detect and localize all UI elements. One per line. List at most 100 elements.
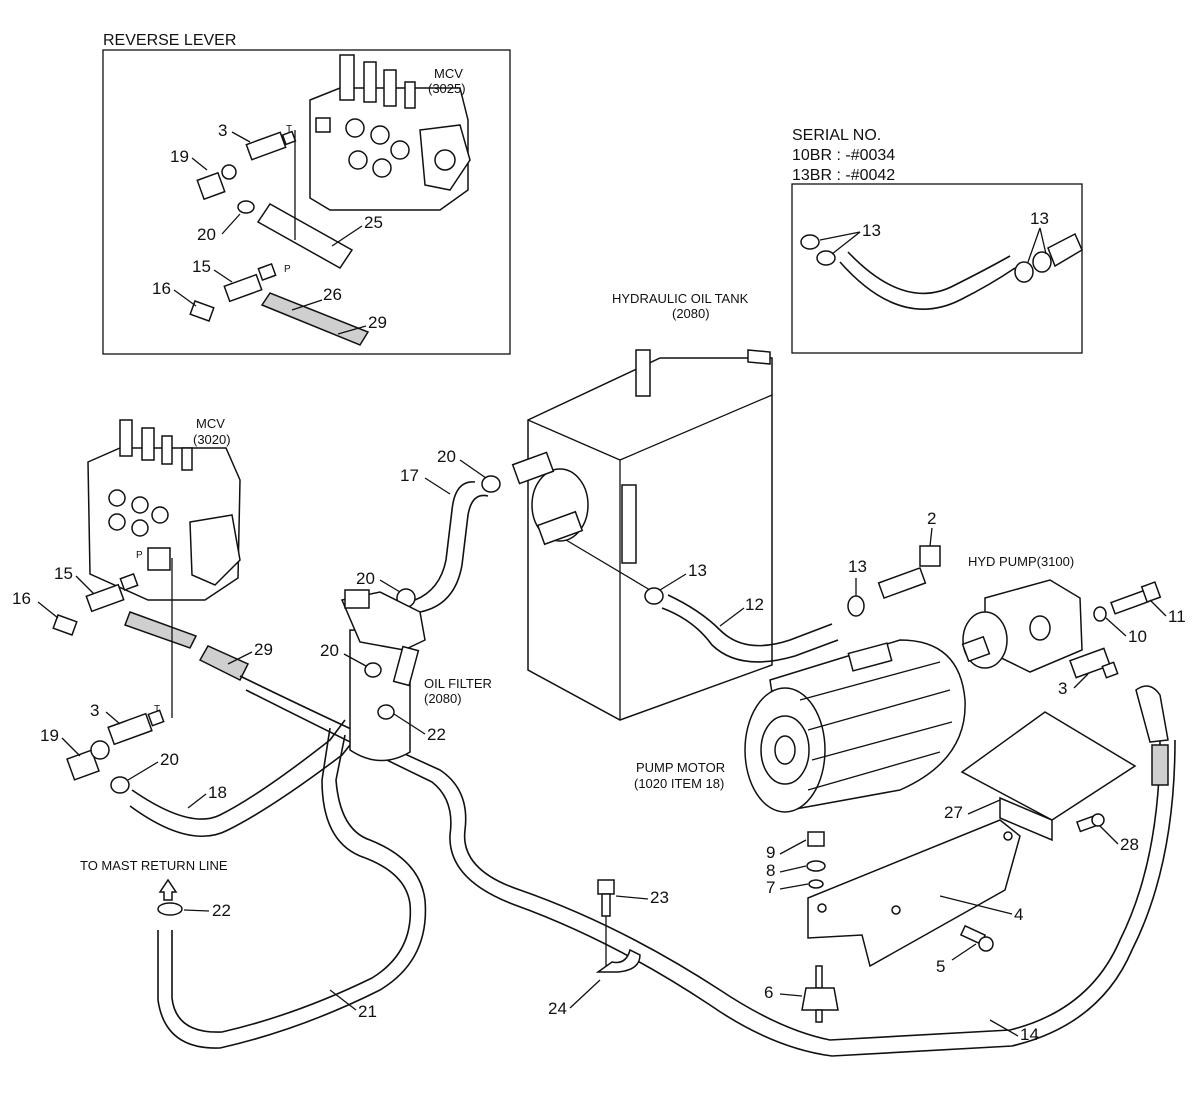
callout-19-main: 19 <box>40 726 59 745</box>
fitting-part-15-main <box>85 573 139 613</box>
mount-part-6 <box>801 965 839 1023</box>
callout-29: 29 <box>254 640 273 659</box>
elbow-part-2 <box>877 545 941 600</box>
fitting-part-15-inset <box>223 263 277 303</box>
fitting-serial <box>1047 232 1083 268</box>
bolt-part-11 <box>1110 581 1162 615</box>
callout-18: 18 <box>208 783 227 802</box>
pump-motor <box>744 635 991 813</box>
oil-filter-number: (2080) <box>424 691 462 706</box>
lockwasher-part-7 <box>808 879 824 889</box>
callout-8: 8 <box>766 861 775 880</box>
callout-21: 21 <box>358 1002 377 1021</box>
callout-20-tank: 20 <box>437 447 456 466</box>
mcv-3020-number: (3020) <box>193 432 231 447</box>
tank-title: HYDRAULIC OIL TANK <box>612 291 749 306</box>
callout-22-filter: 22 <box>427 725 446 744</box>
washer-part-8 <box>806 860 826 872</box>
callout-3-main: 3 <box>90 701 99 720</box>
check-valve-part-3-inset <box>245 130 297 161</box>
mast-return-arrow-icon <box>158 878 178 901</box>
callout-26-inset: 26 <box>323 285 342 304</box>
hose-part-29-fitting <box>124 611 198 649</box>
bolt-part-23 <box>597 879 615 917</box>
hose-14-pump-fitting <box>1135 685 1169 743</box>
serial-title: SERIAL NO. <box>792 127 881 144</box>
oil-filter <box>340 589 426 762</box>
check-valve-part-3-main <box>107 709 165 746</box>
serial-10br: 10BR : -#0034 <box>792 147 895 164</box>
pump-motor-ref: (1020 ITEM 18) <box>634 776 724 791</box>
hose-14-crimp <box>1151 744 1169 786</box>
cover-part-27 <box>960 711 1137 821</box>
bracket-part-4 <box>807 819 1021 968</box>
mast-return-label: TO MAST RETURN LINE <box>80 858 228 873</box>
mcv-3025-valve <box>309 54 471 211</box>
mcv-3025-number: (3025) <box>428 81 466 96</box>
clamp-part-20-tank <box>481 475 501 493</box>
callout-9: 9 <box>766 843 775 862</box>
callout-28: 28 <box>1120 835 1139 854</box>
hose-part-21 <box>157 727 427 1049</box>
hose-serial-outer <box>839 261 1016 310</box>
callout-27: 27 <box>944 803 963 822</box>
hose-part-25-inset <box>256 203 354 269</box>
mcv-3020-valve <box>87 419 241 601</box>
tank-filler <box>635 349 651 397</box>
check-valve-part-3-pump <box>1069 647 1119 679</box>
callout-10: 10 <box>1128 627 1147 646</box>
hose-part-29-sleeve <box>198 645 250 682</box>
hose-part-14 <box>239 675 1176 1057</box>
callout-4: 4 <box>1014 905 1023 924</box>
callout-13-serial-b: 13 <box>1030 209 1049 228</box>
nut-part-9 <box>807 831 825 847</box>
clamp-part-22-filter <box>377 704 395 720</box>
clamp-part-13-tank <box>644 587 664 605</box>
callout-20-main: 20 <box>160 750 179 769</box>
callout-14: 14 <box>1020 1025 1039 1044</box>
callout-13-tank: 13 <box>688 561 707 580</box>
clamp-part-13-pump <box>847 595 865 617</box>
callout-24: 24 <box>548 999 567 1018</box>
callout-19-inset: 19 <box>170 147 189 166</box>
bolt-part-5 <box>959 924 994 952</box>
callout-13-pump: 13 <box>848 557 867 576</box>
port-t-main: T <box>154 704 160 715</box>
callout-3-pump: 3 <box>1058 679 1067 698</box>
port-p-main: P <box>136 550 143 561</box>
reverse-lever-box <box>102 49 511 355</box>
hose-part-18 <box>129 719 359 837</box>
oil-filter-label: OIL FILTER <box>424 676 492 691</box>
callout-23: 23 <box>650 888 669 907</box>
callout-16-main: 16 <box>12 589 31 608</box>
serial-box <box>791 183 1083 354</box>
callout-29-inset: 29 <box>368 313 387 332</box>
callout-11: 11 <box>1168 607 1186 626</box>
hydraulic-oil-tank: HYDRAULIC OIL TANK (2080) <box>511 291 773 721</box>
reverse-lever-inset: REVERSE LEVER MCV (3025) T <box>102 32 511 355</box>
bolt-part-28 <box>1075 813 1105 833</box>
callout-20-inset: 20 <box>197 225 216 244</box>
pump-motor-label: PUMP MOTOR <box>636 760 725 775</box>
mcv-3025-label: MCV <box>434 66 463 81</box>
clamp-part-13-a <box>800 234 820 250</box>
hose-part-17 <box>414 481 489 613</box>
port-t-inset: T <box>286 124 292 135</box>
serial-13br: 13BR : -#0042 <box>792 167 895 184</box>
clamp-part-13-b <box>816 250 836 266</box>
clamp-part-20-inset <box>237 200 255 214</box>
washer-part-10 <box>1093 606 1107 622</box>
clamp-part-20-main <box>110 776 130 794</box>
callout-20-filter-side: 20 <box>320 641 339 660</box>
clamp-part-20-filter-side <box>364 662 382 678</box>
clip-part-24 <box>595 948 641 973</box>
callout-5: 5 <box>936 957 945 976</box>
callout-15-main: 15 <box>54 564 73 583</box>
callout-2: 2 <box>927 509 936 528</box>
elbow-part-19-main <box>66 740 110 781</box>
clamp-part-22-mast <box>157 902 183 916</box>
hose-part-26-29-inset <box>260 292 370 346</box>
clamp-part-13-d <box>1032 251 1052 273</box>
plug-part-16-main <box>52 614 78 636</box>
